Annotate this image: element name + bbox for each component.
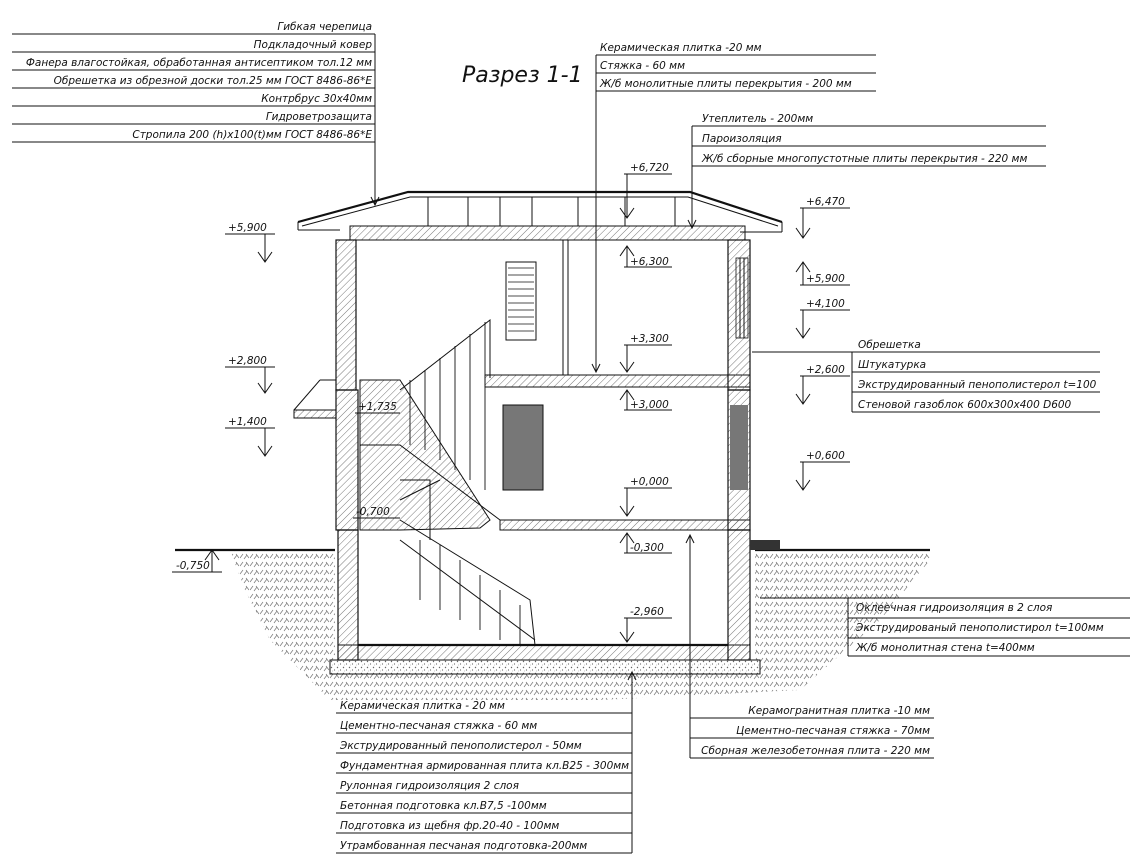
elev-3000: +3,000 <box>619 389 672 411</box>
elev-m0700: -0,700 <box>353 506 400 519</box>
foundation-layer-1: Керамическая плитка - 20 мм <box>340 700 505 712</box>
roof-layers-callout: Гибкая черепица Подкладочный ковер Фанер… <box>12 21 380 207</box>
elev-m0750: -0,750 <box>172 549 222 573</box>
ground-floor <box>293 374 751 531</box>
basement-wall-layer-3: Ж/б монолитная стена t=400мм <box>855 642 1035 654</box>
roof-layer-1: Гибкая черепица <box>277 21 372 33</box>
roof-layer-3: Фанера влагостойкая, обработанная антисе… <box>26 57 372 69</box>
elev-1735: +1,735 <box>355 401 400 414</box>
foundation-layer-6: Бетонная подготовка кл.В7,5 -100мм <box>340 800 547 812</box>
floor2-layers-callout: Керамическая плитка -20 мм Стяжка - 60 м… <box>591 42 876 374</box>
elev-0600: +0,600 <box>795 450 850 491</box>
elev-m2960: -2,960 <box>619 606 672 643</box>
ground-floor-layer-1: Керамогранитная плитка -10 мм <box>748 705 930 717</box>
roof-layer-5: Контрбрус 30х40мм <box>261 93 372 105</box>
foundation-layer-2: Цементно-песчаная стяжка - 60 мм <box>340 720 537 732</box>
elev-1400: +1,400 <box>225 416 275 457</box>
elev-label: -0,300 <box>630 542 664 554</box>
elev-label: +0,600 <box>806 450 845 462</box>
foundation-layer-4: Фундаментная армированная плита кл.В25 -… <box>340 760 629 772</box>
elev-label: +1,735 <box>358 401 397 413</box>
ground-floor-layer-2: Цементно-песчаная стяжка - 70мм <box>736 725 930 737</box>
elev-6300: +6,300 <box>619 245 672 268</box>
foundation-layer-8: Утрамбованная песчаная подготовка-200мм <box>340 840 587 852</box>
wall-layer-2: Штукатурка <box>858 359 926 371</box>
basement-wall-layer-1: Оклеечная гидроизоляция в 2 слоя <box>856 602 1052 614</box>
elev-label: +1,400 <box>228 416 267 428</box>
roof <box>297 190 783 233</box>
elev-5900-left: +5,900 <box>225 222 275 263</box>
elev-label: +2,800 <box>228 355 267 367</box>
foundation-layer-3: Экструдированный пенополистерол - 50мм <box>339 740 582 752</box>
ground <box>175 548 930 700</box>
attic-layer-2: Пароизоляция <box>702 133 782 145</box>
roof-layer-6: Гидроветрозащита <box>266 111 372 123</box>
elev-label: -0,750 <box>176 560 210 572</box>
elev-label: +5,900 <box>806 273 845 285</box>
elev-label: +6,300 <box>630 256 669 268</box>
elev-4100: +4,100 <box>795 298 850 339</box>
floor2-layer-2: Стяжка - 60 мм <box>600 60 685 72</box>
section-title: Разрез 1-1 <box>462 63 583 88</box>
elev-label: +4,100 <box>806 298 845 310</box>
basement-wall-layers-callout: Оклеечная гидроизоляция в 2 слоя Экструд… <box>760 597 1130 657</box>
attic-layer-3: Ж/б сборные многопустотные плиты перекры… <box>701 153 1027 165</box>
foundation-layer-7: Подготовка из щебня фр.20-40 - 100мм <box>340 820 559 832</box>
roof-layer-4: Обрешетка из обрезной доски тол.25 мм ГО… <box>54 75 373 87</box>
roof-layer-2: Подкладочный ковер <box>254 39 373 51</box>
foundation-layer-5: Рулонная гидроизоляция 2 слоя <box>340 780 519 792</box>
elev-5900-right: +5,900 <box>795 261 850 286</box>
elev-m0300: -0,300 <box>619 532 672 554</box>
elev-3300: +3,300 <box>619 333 672 373</box>
elevation-markers: +6,720 +6,300 +3,300 +3,000 +0,000 <box>172 162 850 643</box>
elev-6470: +6,470 <box>795 196 850 239</box>
elev-label: -0,700 <box>356 506 390 518</box>
staircase <box>359 318 536 646</box>
basement <box>337 519 780 661</box>
wall-layer-4: Стеновой газоблок 600х300х400 D600 <box>858 399 1072 411</box>
elev-label: +3,300 <box>630 333 669 345</box>
basement-wall-layer-2: Экструдированый пенополистирол t=100мм <box>855 622 1104 634</box>
elev-label: +2,600 <box>806 364 845 376</box>
foundation-layers-callout: Керамическая плитка - 20 мм Цементно-пес… <box>336 670 637 854</box>
elev-label: +6,720 <box>630 162 669 174</box>
elev-2800: +2,800 <box>225 355 275 394</box>
roof-layer-7: Стропила 200 (h)х100(t)мм ГОСТ 8486-86*Е <box>132 129 372 141</box>
wall-layer-3: Экструдированный пенополистерол t=100 <box>857 379 1097 391</box>
upper-floor <box>335 225 751 391</box>
wall-layers-callout: Обрешетка Штукатурка Экструдированный пе… <box>752 339 1100 413</box>
ground-floor-layer-3: Сборная железобетонная плита - 220 мм <box>701 745 930 757</box>
attic-layers-callout: Утеплитель - 200мм Пароизоляция Ж/б сбор… <box>687 113 1046 230</box>
attic-layer-1: Утеплитель - 200мм <box>702 113 813 125</box>
elev-0000: +0,000 <box>619 476 672 517</box>
elev-2600: +2,600 <box>795 364 850 405</box>
floor2-layer-3: Ж/б монолитные плиты перекрытия - 200 мм <box>599 78 852 90</box>
elev-label: +6,470 <box>806 196 845 208</box>
elev-label: +0,000 <box>630 476 669 488</box>
floor2-layer-1: Керамическая плитка -20 мм <box>600 42 762 54</box>
elev-6720: +6,720 <box>619 162 672 219</box>
ground-floor-layers-callout: Керамогранитная плитка -10 мм Цементно-п… <box>685 533 934 759</box>
wall-layer-1: Обрешетка <box>858 339 921 351</box>
elev-label: +3,000 <box>630 399 669 411</box>
elev-label: -2,960 <box>630 606 664 618</box>
elev-label: +5,900 <box>228 222 267 234</box>
